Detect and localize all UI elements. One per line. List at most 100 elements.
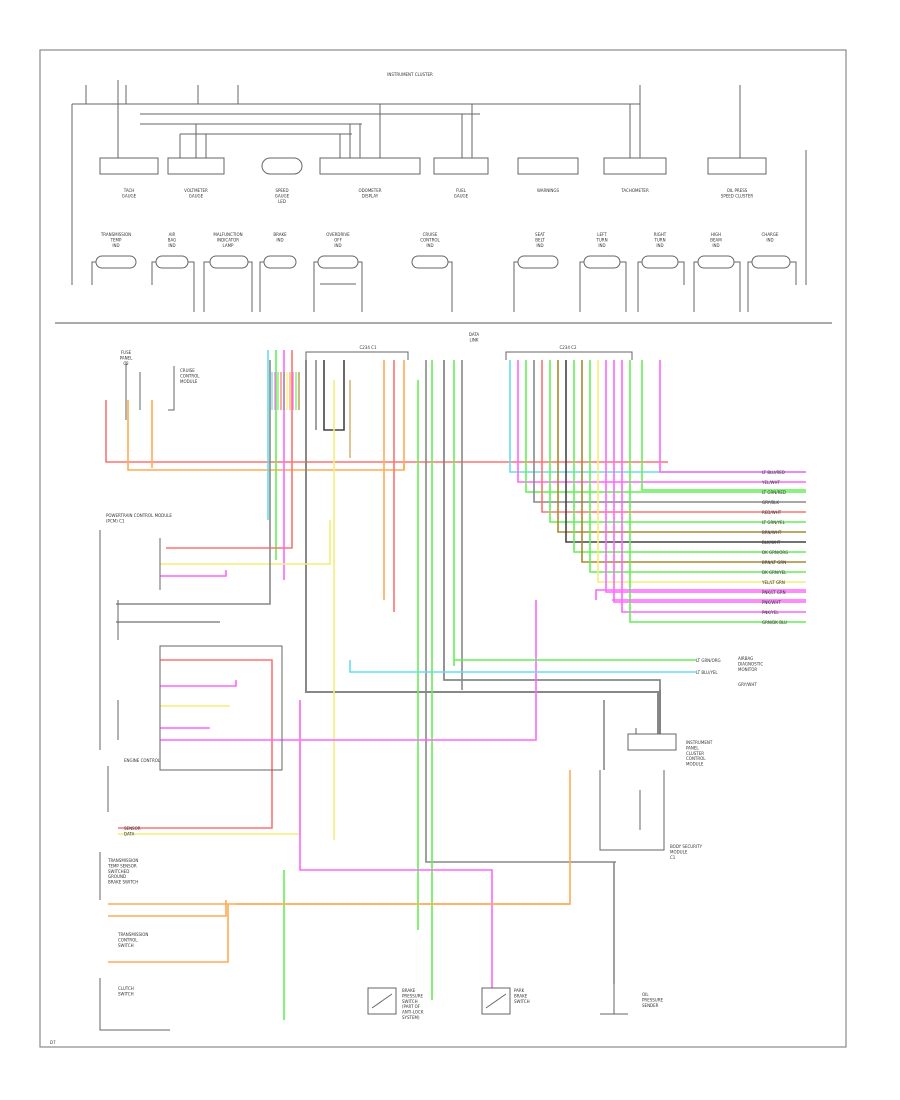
oil-pressure-sender <box>600 984 628 1015</box>
brake-pressure-switch <box>367 987 397 1015</box>
wire-color-label: PNK/LT GRN <box>762 590 786 595</box>
wire-yellow <box>597 360 806 583</box>
wire-orange <box>108 904 229 963</box>
wire-red <box>105 400 668 463</box>
wire-green <box>549 360 806 523</box>
wire-pink <box>517 360 806 483</box>
indicator-bulbs <box>95 255 791 269</box>
wire-color-label: RED/WHT <box>762 510 782 515</box>
wire-color-label: BRN/LT GRN <box>762 560 786 565</box>
top-module-label: WARNINGS <box>537 188 560 193</box>
body-module-block <box>599 770 665 851</box>
wire-gray <box>305 360 659 735</box>
wire-green <box>629 360 806 623</box>
engine-title: ENGINE CONTROL <box>124 758 161 763</box>
connector-label: C234 C2 <box>559 345 576 350</box>
wire-pink <box>595 589 806 600</box>
wire-red <box>166 350 293 549</box>
connector-c2-bracket <box>505 351 633 360</box>
wire-gray <box>425 360 616 863</box>
wire-brown <box>557 360 806 533</box>
wire-pink <box>160 680 237 687</box>
wire-color-label: LT GRN/RED <box>762 490 786 495</box>
top-module-label: TACHOMETER <box>620 188 649 193</box>
wire-gray <box>116 360 271 605</box>
wire-color-label: DK GRN/ORG <box>762 550 788 555</box>
wire-pink <box>160 600 537 741</box>
wire-pink <box>621 360 806 613</box>
wire-pink <box>613 360 806 603</box>
wire-color-label: YEL/WHT <box>761 480 781 485</box>
wire-color-label: GRN/DK BLU <box>762 620 787 625</box>
indicator-leads <box>91 261 797 312</box>
connector-label: C234 C1 <box>359 345 376 350</box>
wire-pink <box>160 570 227 577</box>
wire-orange <box>108 900 227 917</box>
wire-color-label: BLK/WHT <box>762 540 781 545</box>
wire-color-label: BRN/WHT <box>762 530 782 535</box>
wire-color-label: LT BLU/RED <box>762 470 785 475</box>
connector-c1-bracket <box>305 351 409 360</box>
left-fuse-bracket <box>168 366 175 411</box>
wire-green <box>525 360 806 493</box>
diagram-frame <box>39 49 847 1048</box>
top-bus <box>71 80 807 285</box>
wire-green <box>641 360 806 491</box>
wire-gray <box>443 360 661 734</box>
wire-color-label: DK GRN/YEL <box>762 570 787 575</box>
right-side-label: LT BLU/YEL <box>696 670 718 675</box>
wire-red <box>541 360 806 513</box>
park-brake-switch <box>481 987 511 1015</box>
wire-green <box>573 360 806 553</box>
wire-red <box>118 659 273 829</box>
wire-gray <box>533 360 806 503</box>
wire-color-label: PNK/WHT <box>762 600 781 605</box>
cluster-module-block <box>627 690 677 751</box>
right-side-label: LT GRN/ORG <box>696 658 721 663</box>
pcm-block <box>99 530 283 771</box>
wire-green <box>589 360 806 573</box>
top-module-boxes <box>99 157 767 175</box>
wire-color-label: LT GRN/YEL <box>762 520 786 525</box>
wire-color-label: PNK/YEL <box>762 610 779 615</box>
wire-pink <box>605 360 806 593</box>
wire-cyan <box>349 660 696 673</box>
wire-brown <box>581 360 806 563</box>
wire-black <box>565 360 806 543</box>
cluster-label: INSTRUMENT CLUSTER <box>387 72 433 77</box>
wire-color-label: YEL/LT GRN <box>761 580 785 585</box>
wire-pink <box>659 360 806 473</box>
